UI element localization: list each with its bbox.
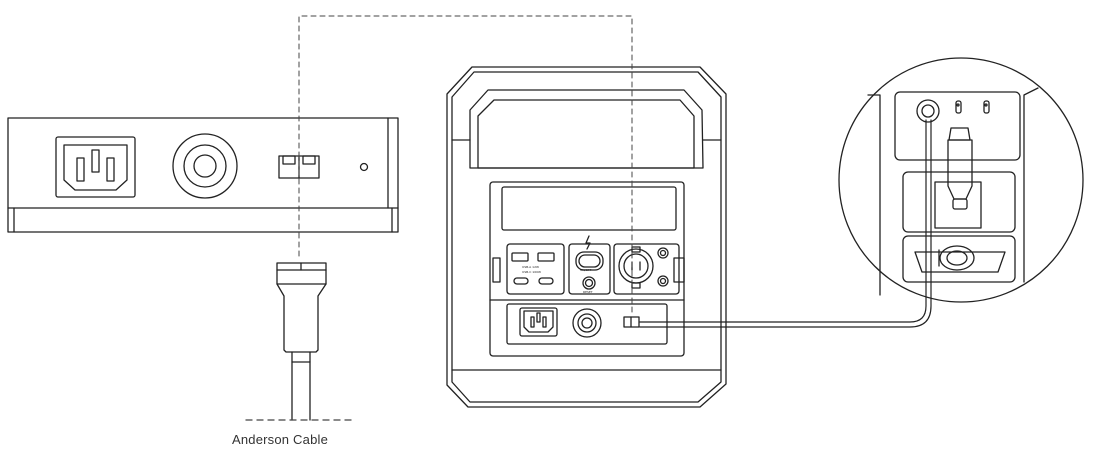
power-station: USB-A 12W USB-C 100W ON/OFF RESET [446, 66, 727, 408]
svg-text:USB-A 12W: USB-A 12W [522, 265, 539, 269]
cable-caption: Anderson Cable [231, 432, 329, 447]
anderson-plug-icon [276, 262, 327, 421]
rear-panel [7, 117, 399, 233]
led-indicator-icon [359, 162, 369, 172]
dashed-route [298, 15, 633, 317]
charge-port-icon [172, 133, 238, 199]
charge-cable [639, 119, 927, 323]
svg-text:ON/OFF: ON/OFF [580, 268, 592, 272]
svg-text:RESET: RESET [583, 290, 593, 294]
lightning-icon [585, 235, 591, 250]
power-button-icon [582, 276, 596, 290]
svg-text:USB-C 100W: USB-C 100W [522, 270, 541, 274]
ac-inlet-icon [55, 136, 136, 198]
zoom-detail [838, 57, 1084, 303]
